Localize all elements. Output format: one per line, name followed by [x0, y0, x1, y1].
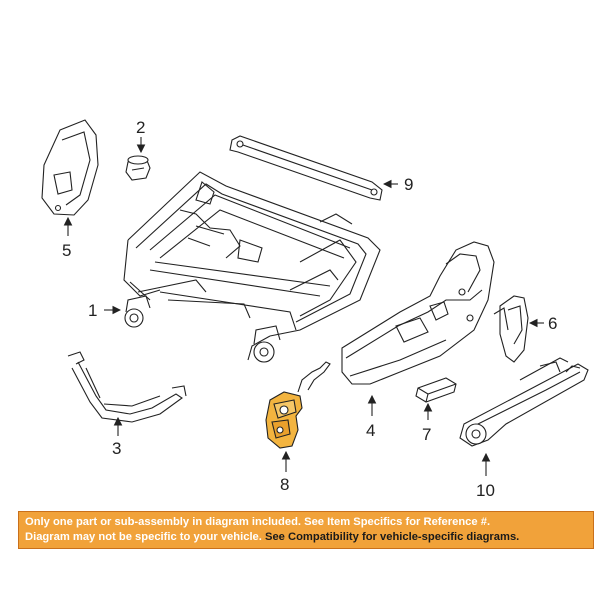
part-9-cross-bar — [229, 135, 383, 201]
part-3-bracket — [67, 351, 187, 423]
leader-lines — [63, 137, 544, 476]
disclaimer-text-1: Only one part or sub-assembly in diagram… — [25, 516, 491, 528]
part-7-knob — [415, 377, 457, 403]
callout-labels: 2 5 9 1 3 4 8 7 6 10 — [62, 118, 557, 500]
callout-7: 7 — [422, 425, 431, 444]
part-4-side-cover — [341, 241, 495, 385]
callout-9: 9 — [404, 175, 413, 194]
callout-5: 5 — [62, 241, 71, 260]
part-6-cover — [493, 295, 529, 363]
callout-4: 4 — [366, 421, 375, 440]
callout-6: 6 — [548, 314, 557, 333]
part-8-highlighted-actuator — [265, 361, 331, 449]
callout-2: 2 — [136, 118, 145, 137]
part-5-shield — [41, 119, 99, 216]
disclaimer-banner: Only one part or sub-assembly in diagram… — [18, 511, 594, 549]
callout-1: 1 — [88, 301, 97, 320]
callout-8: 8 — [280, 475, 289, 494]
disclaimer-text-2b: See Compatibility for vehicle-specific d… — [261, 531, 520, 543]
disclaimer-line-1: Only one part or sub-assembly in diagram… — [25, 515, 587, 530]
part-1-seat-frame — [123, 171, 381, 363]
callout-10: 10 — [476, 481, 495, 500]
callout-3: 3 — [112, 439, 121, 458]
disclaimer-line-2: Diagram may not be specific to your vehi… — [25, 530, 587, 545]
part-2-clip — [125, 155, 151, 181]
disclaimer-text-2a: Diagram may not be specific to your vehi… — [25, 531, 262, 543]
part-10-track-rail — [459, 357, 589, 447]
